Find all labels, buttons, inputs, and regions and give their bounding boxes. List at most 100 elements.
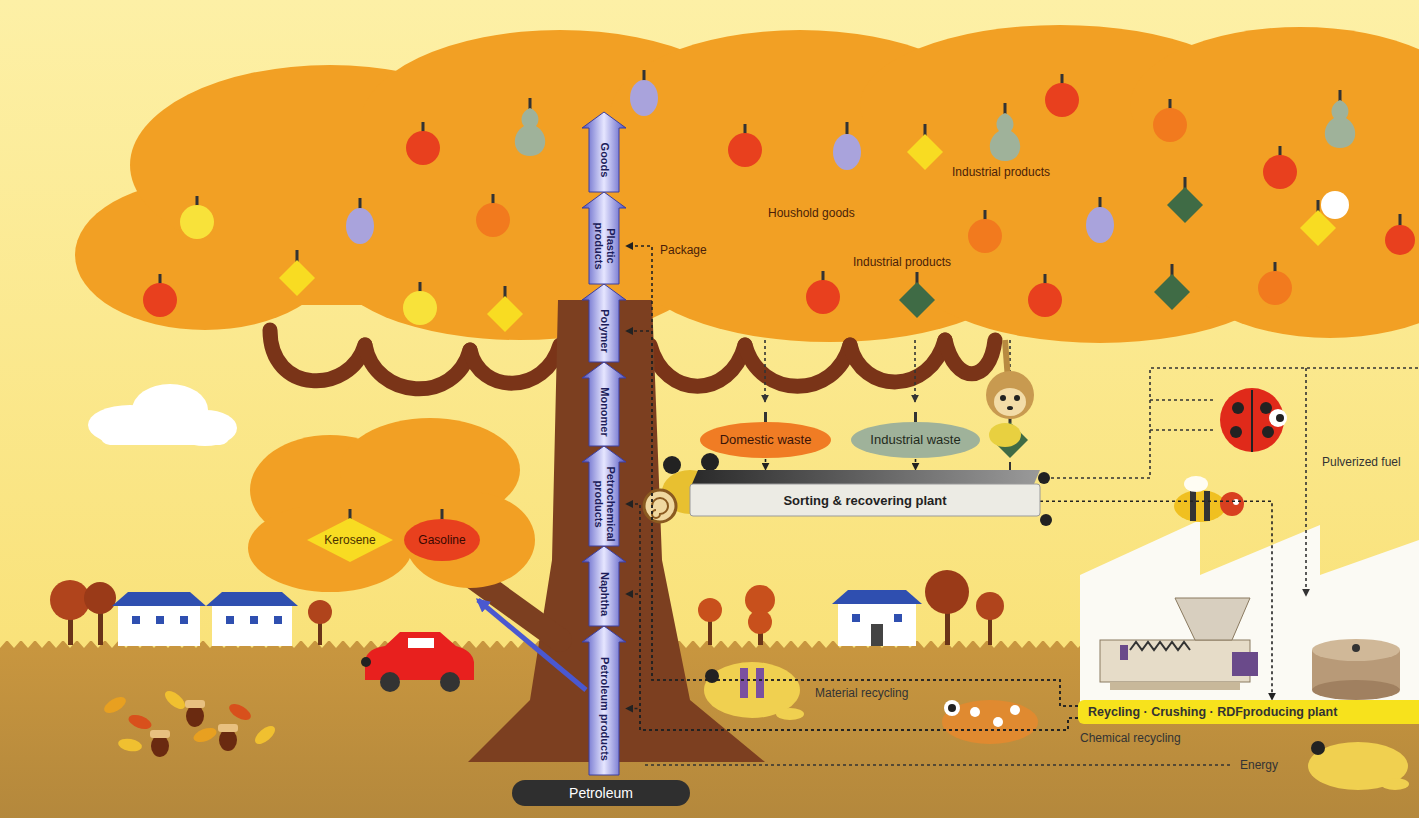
factory-part bbox=[1130, 642, 1190, 650]
branches-part bbox=[470, 345, 560, 383]
fruits-part bbox=[476, 108, 1292, 305]
flow-text: Monomer bbox=[598, 381, 610, 443]
factory-part bbox=[1175, 598, 1250, 640]
fruits-part bbox=[143, 83, 1415, 317]
arrow-outline bbox=[582, 446, 626, 546]
monkey bbox=[986, 340, 1034, 447]
houses-part bbox=[156, 616, 164, 624]
fruit-label: Kerosene bbox=[324, 533, 375, 547]
flow-connector bbox=[626, 331, 1078, 706]
flow-text: Plastic products bbox=[592, 211, 615, 281]
arrow-outline bbox=[582, 626, 626, 775]
flow-arrow: Naphtha bbox=[582, 546, 626, 626]
frogs-part bbox=[705, 669, 719, 683]
fruits-part-part bbox=[1263, 155, 1297, 189]
fruit-stem bbox=[764, 412, 767, 423]
houses-part bbox=[838, 602, 916, 646]
mouse-part bbox=[644, 490, 676, 522]
conveyor-plant: Sorting & recovering plant bbox=[690, 470, 1040, 516]
fruits-part-part bbox=[728, 133, 762, 167]
fruit-body bbox=[851, 422, 980, 458]
monkey-part bbox=[1014, 395, 1020, 401]
fruits-part-part bbox=[1028, 283, 1062, 317]
bee-part bbox=[1204, 491, 1210, 521]
flow-connector bbox=[915, 459, 917, 470]
tree-crown bbox=[75, 25, 1419, 343]
branches-part bbox=[850, 340, 945, 382]
small-trees-part bbox=[308, 600, 332, 624]
dotted-leader-part bbox=[642, 764, 1230, 766]
text-label: Package bbox=[660, 243, 707, 257]
factory-part bbox=[1100, 640, 1250, 682]
houses-part bbox=[871, 624, 883, 646]
branches-part bbox=[270, 330, 365, 381]
leaves-acorns-part bbox=[227, 701, 254, 723]
leaves-acorns-part bbox=[218, 724, 238, 732]
houses-part bbox=[118, 604, 200, 646]
bee-part bbox=[1184, 476, 1208, 492]
monkey-part bbox=[994, 388, 1026, 416]
fruits-part-part bbox=[180, 205, 214, 239]
flow-connector bbox=[1040, 501, 1272, 700]
fruits-part-part bbox=[403, 291, 437, 325]
dotted-leader-part bbox=[914, 340, 916, 402]
text-label: Material recycling bbox=[815, 686, 908, 700]
leaves-acorns-part bbox=[151, 735, 169, 757]
flow-connector bbox=[626, 246, 1078, 706]
small-crown bbox=[248, 418, 535, 592]
arrow-outline bbox=[582, 192, 626, 284]
leaves-acorns-part bbox=[219, 729, 237, 751]
fuel-arrow bbox=[478, 600, 586, 690]
frogs-part bbox=[740, 668, 748, 698]
fruits-part-part bbox=[346, 208, 374, 244]
car-part bbox=[440, 672, 460, 692]
dotted-leader-part bbox=[1150, 399, 1215, 401]
fruits-part-part bbox=[899, 282, 935, 318]
diamond-node: Kerosene bbox=[307, 518, 393, 562]
ground bbox=[0, 641, 1419, 818]
flow-connector bbox=[626, 504, 1078, 730]
fruits-part bbox=[346, 80, 1114, 244]
leaves-acorns-part bbox=[162, 688, 188, 713]
bee-part bbox=[1190, 491, 1196, 521]
monkey-part bbox=[1000, 395, 1006, 401]
text-label: Energy bbox=[1240, 758, 1278, 772]
fruits-part-part bbox=[806, 280, 840, 314]
fruits-part-part bbox=[487, 296, 523, 332]
monkey-part bbox=[986, 371, 1034, 419]
fruits-part-part bbox=[1154, 274, 1190, 310]
small-trees-part bbox=[98, 610, 103, 645]
fruits-part bbox=[180, 205, 437, 325]
flow-arrow: Goods bbox=[582, 112, 626, 192]
car bbox=[361, 632, 474, 692]
plant-band: Reycling · Crushing · RDFproducing plant bbox=[1078, 700, 1419, 724]
arrow-outline bbox=[582, 112, 626, 192]
factory bbox=[1080, 520, 1419, 722]
small-trees-part bbox=[708, 620, 712, 645]
dotted-leader-part bbox=[764, 340, 766, 402]
fruit-node: Gasoline bbox=[403, 518, 481, 562]
fruits-part bbox=[1321, 191, 1349, 219]
frogs-part bbox=[970, 707, 980, 717]
ladybug-part bbox=[1251, 390, 1253, 452]
flow-text: Petrochemical products bbox=[592, 465, 615, 543]
leaves-acorns-part bbox=[127, 712, 154, 731]
frogs-part bbox=[1308, 742, 1408, 790]
small-trees-part bbox=[748, 610, 772, 634]
fruit-stem bbox=[441, 509, 444, 520]
dotted-leader bbox=[642, 340, 1419, 765]
fruit-label: Industrial waste bbox=[870, 432, 960, 448]
flow-arrow: Petroleum products bbox=[582, 626, 626, 775]
branches-part bbox=[945, 340, 995, 374]
houses-part bbox=[132, 616, 140, 624]
houses bbox=[112, 590, 922, 646]
houses-part bbox=[226, 616, 234, 624]
fruits-part-part bbox=[1399, 214, 1402, 226]
flow-arrow: Plastic products bbox=[582, 192, 626, 284]
flow-text: Goods bbox=[598, 131, 610, 189]
bee bbox=[1174, 476, 1244, 522]
source-pill: Petroleum bbox=[512, 780, 690, 806]
monkey-part bbox=[1007, 406, 1013, 410]
frogs-part bbox=[776, 708, 804, 720]
